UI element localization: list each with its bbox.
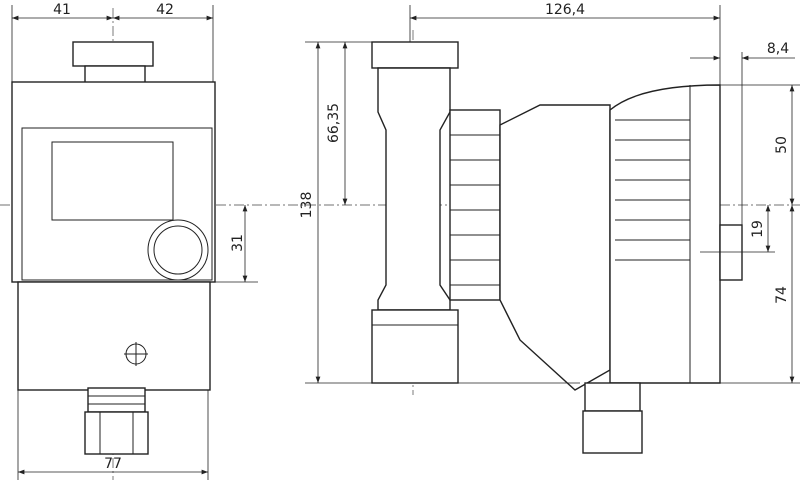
dim-label-31: 31 xyxy=(230,234,246,252)
motor-housing xyxy=(499,104,611,391)
union-ring xyxy=(449,109,501,301)
side-view: 126,4 8,4 138 66,35 50 74 19 xyxy=(299,2,800,454)
control-knob-inner xyxy=(153,225,203,275)
dim-label-74: 74 xyxy=(774,286,790,304)
display xyxy=(51,141,174,221)
top-nut xyxy=(72,41,154,67)
dim-label-41: 41 xyxy=(53,2,71,18)
dim-label-77: 77 xyxy=(104,456,122,472)
lower-housing xyxy=(17,281,211,391)
dim-label-126-4: 126,4 xyxy=(545,2,585,18)
dim-label-66-35: 66,35 xyxy=(326,103,342,143)
side-knob xyxy=(719,224,743,281)
control-knob xyxy=(147,219,209,281)
side-connector-plug xyxy=(582,410,643,454)
side-cable-gland xyxy=(584,382,641,412)
dim-label-42: 42 xyxy=(156,2,174,18)
dim-label-19: 19 xyxy=(750,220,766,238)
electronics-module xyxy=(609,84,721,384)
pump-body xyxy=(377,67,451,311)
screw-icon xyxy=(124,342,148,366)
top-thread xyxy=(84,65,146,84)
dim-label-50: 50 xyxy=(774,136,790,154)
cable-gland-thread xyxy=(87,387,146,413)
top-union-nut xyxy=(371,41,459,69)
front-panel xyxy=(21,127,213,281)
bottom-union-nut xyxy=(371,309,459,384)
housing xyxy=(11,81,216,283)
dim-label-8-4: 8,4 xyxy=(767,41,789,57)
connector-plug xyxy=(84,411,149,455)
dim-label-138: 138 xyxy=(299,192,315,219)
